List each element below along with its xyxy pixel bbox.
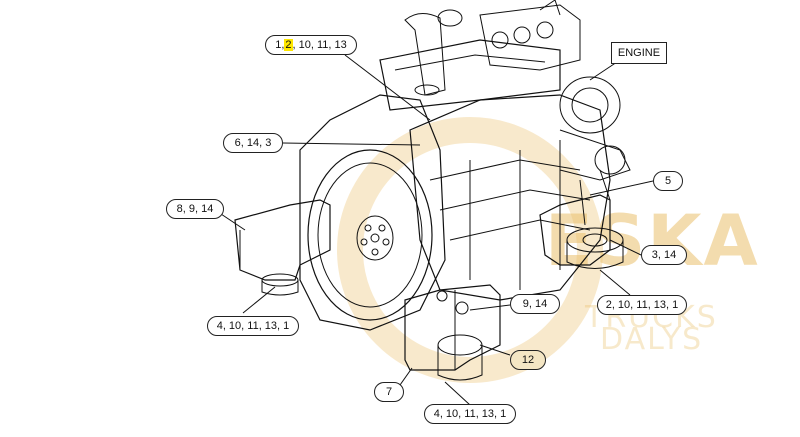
callout-4-10-11-13-1-left[interactable]: 4, 10, 11, 13, 1 <box>207 316 299 336</box>
watermark-gear-icon <box>337 117 603 383</box>
watermark-sub2: DALYS <box>600 322 704 357</box>
callout-3-14[interactable]: 3, 14 <box>641 245 687 265</box>
callout-2-10-11-13-1[interactable]: 2, 10, 11, 13, 1 <box>597 295 687 315</box>
callout-8-9-14[interactable]: 8, 9, 14 <box>166 199 224 219</box>
callout-9-14[interactable]: 9, 14 <box>510 294 560 314</box>
flywheel <box>307 149 433 321</box>
callout-1-2-10-11-13[interactable]: 1, 2, 10, 11, 13 <box>265 35 357 55</box>
callout-text-highlight: 2 <box>284 39 293 51</box>
callout-12[interactable]: 12 <box>510 350 546 370</box>
callout-6-14-3[interactable]: 6, 14, 3 <box>223 133 283 153</box>
watermark-logo: ESKA <box>545 200 760 282</box>
callout-4-10-11-13-1-bottom[interactable]: 4, 10, 11, 13, 1 <box>424 404 516 424</box>
callout-text-pre: 1, <box>275 39 285 51</box>
callout-text-post: , 10, 11, 13 <box>292 39 347 51</box>
callout-5[interactable]: 5 <box>653 171 683 191</box>
engine-label: ENGINE <box>611 42 667 64</box>
callout-7[interactable]: 7 <box>374 382 404 402</box>
